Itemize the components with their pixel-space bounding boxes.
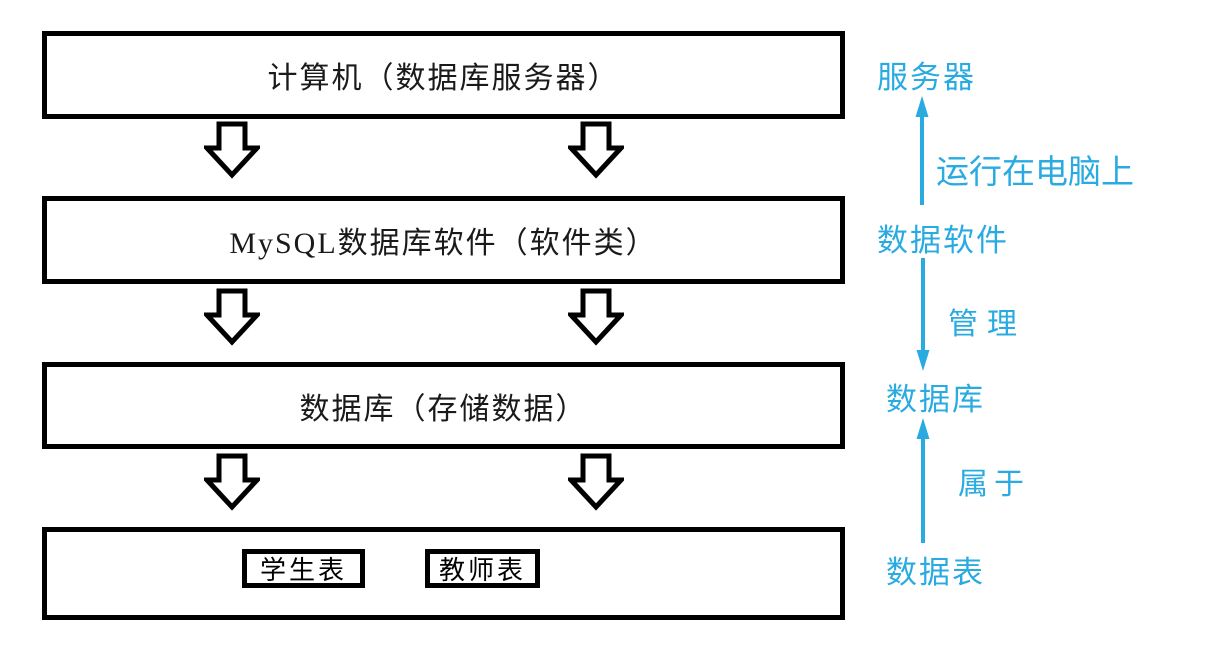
computer-box: 计算机（数据库服务器） (42, 31, 845, 119)
data-table-side-label: 数据表 (886, 555, 985, 590)
database-box: 数据库（存储数据） (42, 362, 845, 449)
student-table-label: 学生表 (259, 556, 347, 585)
down-block-arrow-icon (568, 288, 624, 346)
up-arrow-icon (915, 96, 929, 205)
runs-on-computer-label: 运行在电脑上 (936, 152, 1134, 191)
computer-box-label: 计算机（数据库服务器） (267, 62, 620, 95)
database-box-label: 数据库（存储数据） (299, 392, 588, 426)
student-table-box: 学生表 (242, 549, 365, 588)
up-arrow-icon (916, 418, 930, 543)
data-software-side-label: 数据软件 (877, 223, 1009, 258)
down-arrow-icon (916, 258, 930, 371)
down-block-arrow-icon (568, 121, 624, 179)
belongs-to-label: 属于 (958, 468, 1030, 501)
down-block-arrow-icon (204, 453, 260, 511)
server-side-label: 服务器 (877, 60, 976, 95)
down-block-arrow-icon (204, 121, 260, 179)
manage-label: 管理 (948, 308, 1026, 341)
teacher-table-box: 教师表 (425, 549, 540, 588)
mysql-software-box-label: MySQL数据库软件（软件类） (229, 227, 658, 260)
down-block-arrow-icon (204, 288, 260, 346)
tables-container-box (42, 527, 845, 620)
database-side-label: 数据库 (886, 382, 985, 417)
down-block-arrow-icon (568, 453, 624, 511)
teacher-table-label: 教师表 (438, 556, 526, 585)
mysql-software-box: MySQL数据库软件（软件类） (42, 196, 845, 284)
